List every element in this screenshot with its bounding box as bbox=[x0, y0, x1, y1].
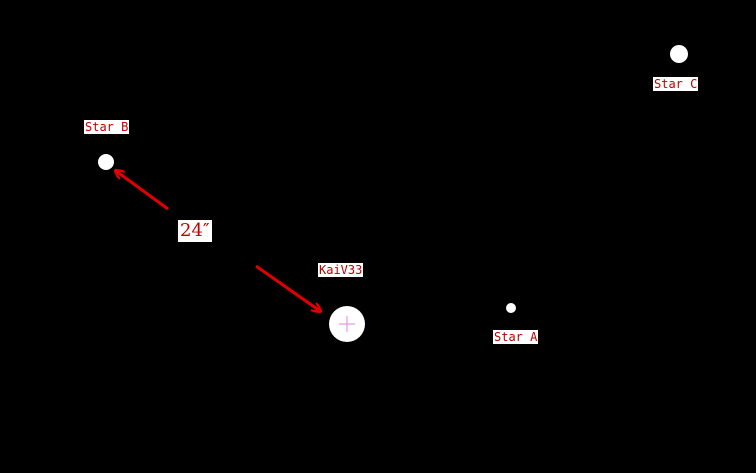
arrow-to-target bbox=[255, 264, 320, 311]
separation-label: 24″ bbox=[178, 220, 212, 242]
target-label: KaiV33 bbox=[318, 263, 364, 277]
star-c-marker bbox=[670, 45, 688, 63]
star-a-label: Star A bbox=[493, 330, 539, 344]
arrow-to-star-b bbox=[116, 171, 169, 211]
star-a-marker bbox=[506, 303, 516, 313]
star-b-marker bbox=[98, 154, 114, 170]
star-b-label: Star B bbox=[84, 120, 130, 134]
star-c-label: Star C bbox=[653, 77, 699, 91]
target-marker bbox=[329, 306, 365, 342]
